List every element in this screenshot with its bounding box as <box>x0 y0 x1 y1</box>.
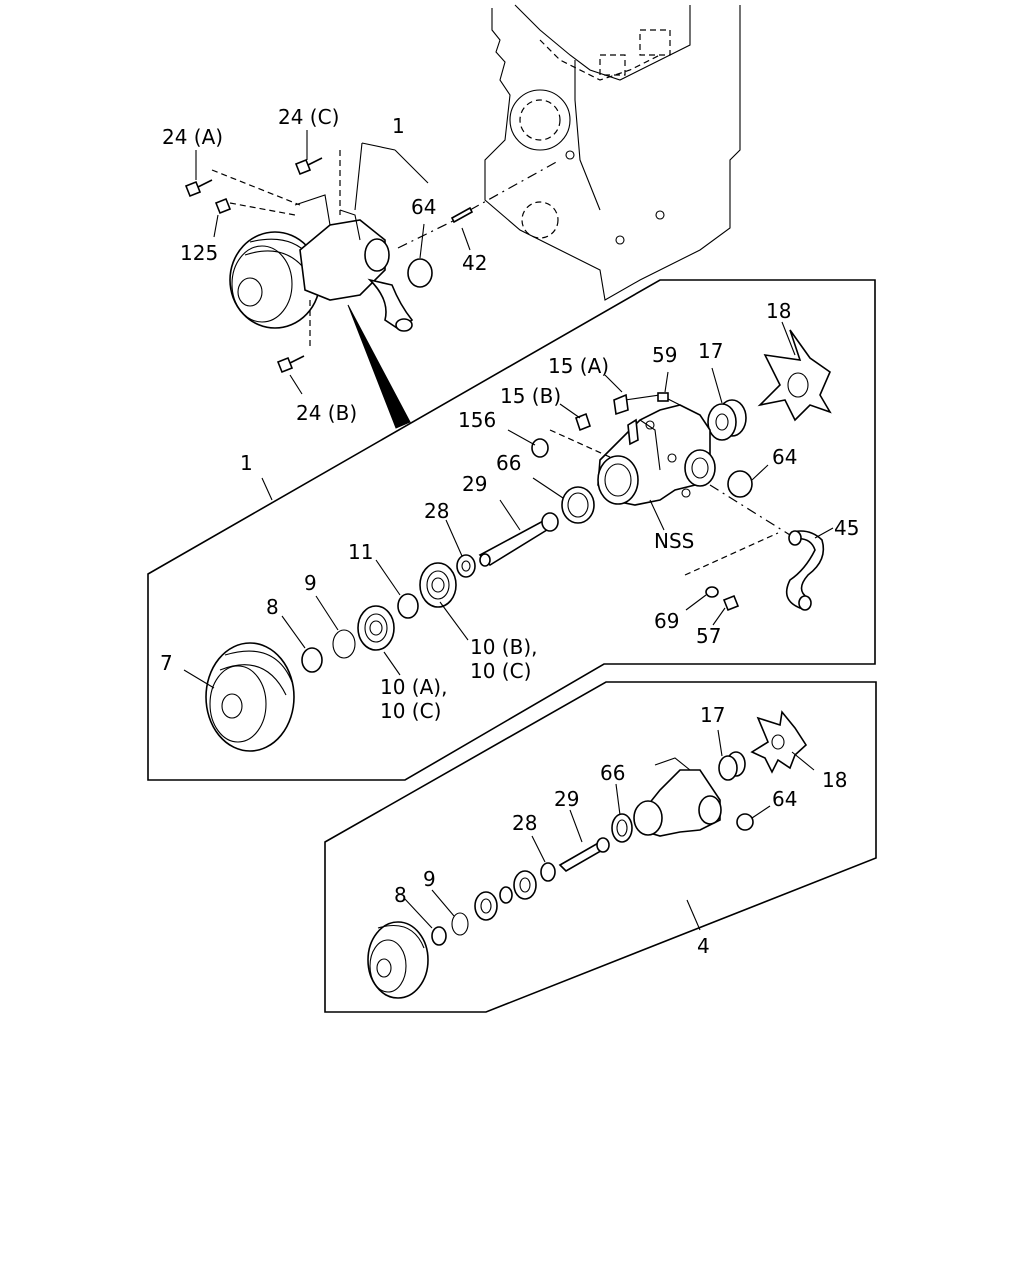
seal-66 <box>561 486 595 524</box>
middle-frame <box>147 279 876 781</box>
label-mid-10bc-2: 10 (C) <box>470 659 531 683</box>
label-bot-9: 9 <box>423 867 436 891</box>
label-top-24c: 24 (C) <box>278 105 339 129</box>
labels: 1 24 (A) 24 (C) 125 64 42 24 (B) 1 18 15… <box>160 105 859 958</box>
bottom-seal-17 <box>718 751 746 781</box>
label-mid-17: 17 <box>698 339 723 363</box>
engine-block <box>484 4 741 301</box>
plug-57 <box>722 594 740 612</box>
bottom-o-ring-64 <box>736 813 754 831</box>
label-mid-45: 45 <box>834 516 859 540</box>
label-top-24a: 24 (A) <box>162 125 223 149</box>
label-bot-4: 4 <box>697 934 710 958</box>
spacer-11 <box>397 593 419 619</box>
pump-body <box>597 394 716 506</box>
label-mid-15a: 15 (A) <box>548 354 609 378</box>
bottom-frame <box>324 681 877 1013</box>
o-ring-64-top <box>407 258 433 288</box>
stud-42 <box>450 206 474 224</box>
label-mid-nss: NSS <box>654 529 694 553</box>
label-mid-64: 64 <box>772 445 797 469</box>
label-mid-69: 69 <box>654 609 679 633</box>
label-mid-7: 7 <box>160 651 173 675</box>
plug-59 <box>657 392 669 402</box>
label-bot-66: 66 <box>600 761 625 785</box>
impeller-18 <box>757 329 832 422</box>
label-top-1: 1 <box>392 114 405 138</box>
label-bot-29: 29 <box>554 787 579 811</box>
bolt-24b <box>276 355 305 374</box>
snap-ring-9 <box>332 629 356 659</box>
label-mid-10ac-1: 10 (A), <box>380 675 447 699</box>
bottom-pump-body <box>633 757 722 837</box>
label-mid-8: 8 <box>266 595 279 619</box>
label-mid-57: 57 <box>696 624 721 648</box>
bottom-ring-8 <box>431 926 447 946</box>
ring-8 <box>301 647 323 673</box>
label-bot-8: 8 <box>394 883 407 907</box>
label-bot-18: 18 <box>822 768 847 792</box>
callout-arrow <box>347 304 411 429</box>
label-top-42: 42 <box>462 251 487 275</box>
bottom-bearings <box>474 870 537 921</box>
ring-156 <box>531 438 549 458</box>
nut-125 <box>214 197 232 215</box>
pipe-45 <box>785 530 825 611</box>
bolt-24a <box>184 179 213 198</box>
bottom-snap-ring-9 <box>451 912 469 936</box>
label-mid-15b: 15 (B) <box>500 384 561 408</box>
washer-69 <box>705 586 719 598</box>
label-mid-11: 11 <box>348 540 373 564</box>
washer-28 <box>456 554 476 578</box>
label-mid-29: 29 <box>462 472 487 496</box>
label-mid-156: 156 <box>458 408 496 432</box>
label-bot-64: 64 <box>772 787 797 811</box>
label-top-64: 64 <box>411 195 436 219</box>
bottom-impeller-18 <box>750 710 808 774</box>
seal-17 <box>707 399 747 441</box>
label-mid-18: 18 <box>766 299 791 323</box>
label-bot-17: 17 <box>700 703 725 727</box>
label-mid-59: 59 <box>652 343 677 367</box>
pulley-7 <box>205 642 295 752</box>
label-mid-28: 28 <box>424 499 449 523</box>
label-bot-28: 28 <box>512 811 537 835</box>
bearing-10a <box>357 605 395 651</box>
bottom-washer-28 <box>540 862 556 882</box>
bottom-pulley <box>367 921 429 999</box>
bottom-seal-66 <box>611 813 633 843</box>
label-mid-9: 9 <box>304 571 317 595</box>
label-mid-10bc-1: 10 (B), <box>470 635 538 659</box>
label-mid-66: 66 <box>496 451 521 475</box>
label-top-125: 125 <box>180 241 218 265</box>
fitting-15a <box>613 393 629 416</box>
shaft-29 <box>478 512 559 567</box>
bottom-shaft-29 <box>558 837 610 872</box>
label-top-24b: 24 (B) <box>296 401 357 425</box>
o-ring-64-mid <box>727 470 753 498</box>
label-mid-10ac-2: 10 (C) <box>380 699 441 723</box>
bolt-24c <box>294 157 323 176</box>
label-mid-1: 1 <box>240 451 253 475</box>
assembled-water-pump <box>229 194 433 332</box>
bearing-10b <box>419 562 457 608</box>
